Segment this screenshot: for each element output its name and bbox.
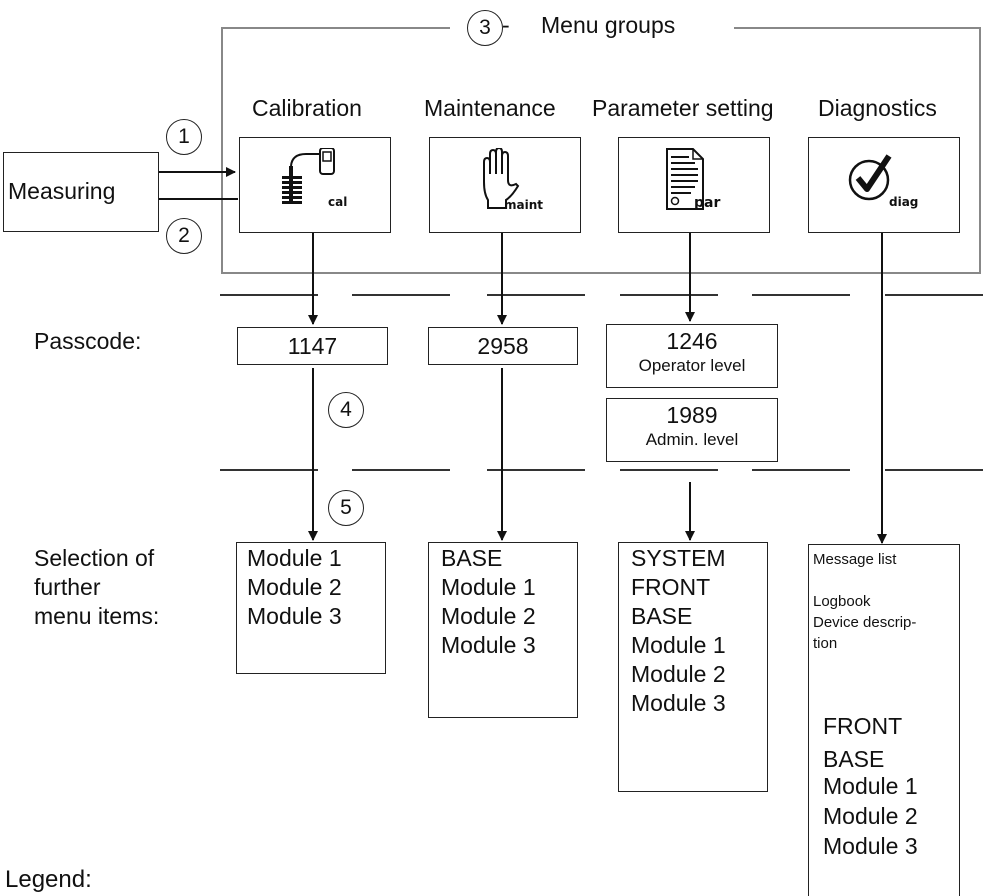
marker-2: 2	[166, 218, 202, 254]
list-item[interactable]: Logbook	[813, 593, 871, 610]
list-item[interactable]: Module 1	[631, 632, 726, 658]
calibration-items-box: Module 1 Module 2 Module 3	[236, 542, 386, 674]
marker-5: 5	[328, 490, 364, 526]
menu-groups-frame	[221, 27, 981, 274]
menu-groups-title: Menu groups	[541, 12, 676, 38]
list-item[interactable]: Module 1	[823, 773, 918, 799]
passcode-label: Passcode:	[34, 328, 142, 354]
list-item[interactable]: Module 1	[441, 574, 536, 600]
calibration-icon-label: cal	[328, 195, 348, 209]
list-item[interactable]: FRONT	[823, 713, 903, 739]
list-item[interactable]: Module 2	[247, 574, 342, 600]
passcode-maintenance-value: 2958	[477, 333, 529, 359]
marker-3: 3	[467, 10, 503, 46]
passcode-maintenance: 2958	[428, 327, 578, 365]
list-item[interactable]: Device descrip-	[813, 614, 917, 631]
list-item[interactable]: Module 1	[247, 545, 342, 571]
marker-4: 4	[328, 392, 364, 428]
marker-1: 1	[166, 119, 202, 155]
maintenance-icon-label: maint	[504, 198, 543, 212]
list-item[interactable]: SYSTEM	[631, 545, 726, 571]
diagnostics-items-box: Message list Logbook Device descrip- tio…	[808, 544, 960, 896]
list-item[interactable]: Module 3	[631, 690, 726, 716]
list-item[interactable]: tion	[813, 635, 838, 652]
list-spacer	[813, 570, 916, 591]
list-item[interactable]: Module 2	[823, 803, 918, 829]
list-item[interactable]: BASE	[441, 545, 503, 571]
passcode-operator: 1246 Operator level	[606, 324, 778, 388]
list-item[interactable]: BASE	[631, 603, 693, 629]
diagnostics-icon-label: diag	[889, 195, 919, 209]
passcode-admin-level: Admin. level	[645, 430, 739, 449]
list-item[interactable]: Module 2	[631, 661, 726, 687]
list-item[interactable]: Module 2	[441, 603, 536, 629]
menu-groups-dash: -	[502, 12, 510, 38]
parameter-items-box: SYSTEM FRONT BASE Module 1 Module 2 Modu…	[618, 542, 768, 792]
hand-icon	[483, 148, 520, 209]
checkmark-circle-icon	[848, 154, 892, 201]
measuring-box: Measuring	[3, 152, 159, 232]
maintenance-items-box: BASE Module 1 Module 2 Module 3	[428, 542, 578, 718]
list-item[interactable]: BASE	[823, 746, 885, 772]
passcode-operator-level: Operator level	[638, 356, 746, 375]
passcode-admin-value: 1989	[666, 402, 718, 428]
legend-label: Legend:	[5, 866, 92, 893]
document-icon	[666, 148, 704, 210]
list-item[interactable]: Module 3	[823, 833, 918, 859]
maintenance-title: Maintenance	[424, 95, 556, 121]
calibration-sensor-icon	[282, 148, 335, 204]
selection-label-line: menu items:	[34, 603, 160, 629]
passcode-calibration-value: 1147	[287, 333, 338, 359]
diagnostics-title: Diagnostics	[818, 95, 937, 121]
passcode-calibration: 1147	[237, 327, 388, 365]
measuring-label: Measuring	[8, 178, 116, 204]
calibration-title: Calibration	[252, 95, 362, 121]
list-item[interactable]: Message list	[813, 551, 897, 568]
passcode-admin: 1989 Admin. level	[606, 398, 778, 462]
selection-label: Selection of further menu items:	[34, 544, 159, 631]
list-item[interactable]: Module 3	[441, 632, 536, 658]
diagnostics-menu-button[interactable]: diag	[808, 137, 960, 233]
maintenance-menu-button[interactable]: maint	[429, 137, 581, 233]
calibration-menu-button[interactable]: cal	[239, 137, 391, 233]
list-item[interactable]: FRONT	[631, 574, 711, 600]
list-item[interactable]: Module 3	[247, 603, 342, 629]
selection-label-line: further	[34, 574, 101, 600]
parameter-setting-menu-button[interactable]: par	[618, 137, 770, 233]
parameter-icon-label: par	[694, 195, 721, 211]
passcode-operator-value: 1246	[666, 328, 718, 354]
selection-label-line: Selection of	[34, 545, 155, 571]
parameter-setting-title: Parameter setting	[592, 95, 774, 121]
